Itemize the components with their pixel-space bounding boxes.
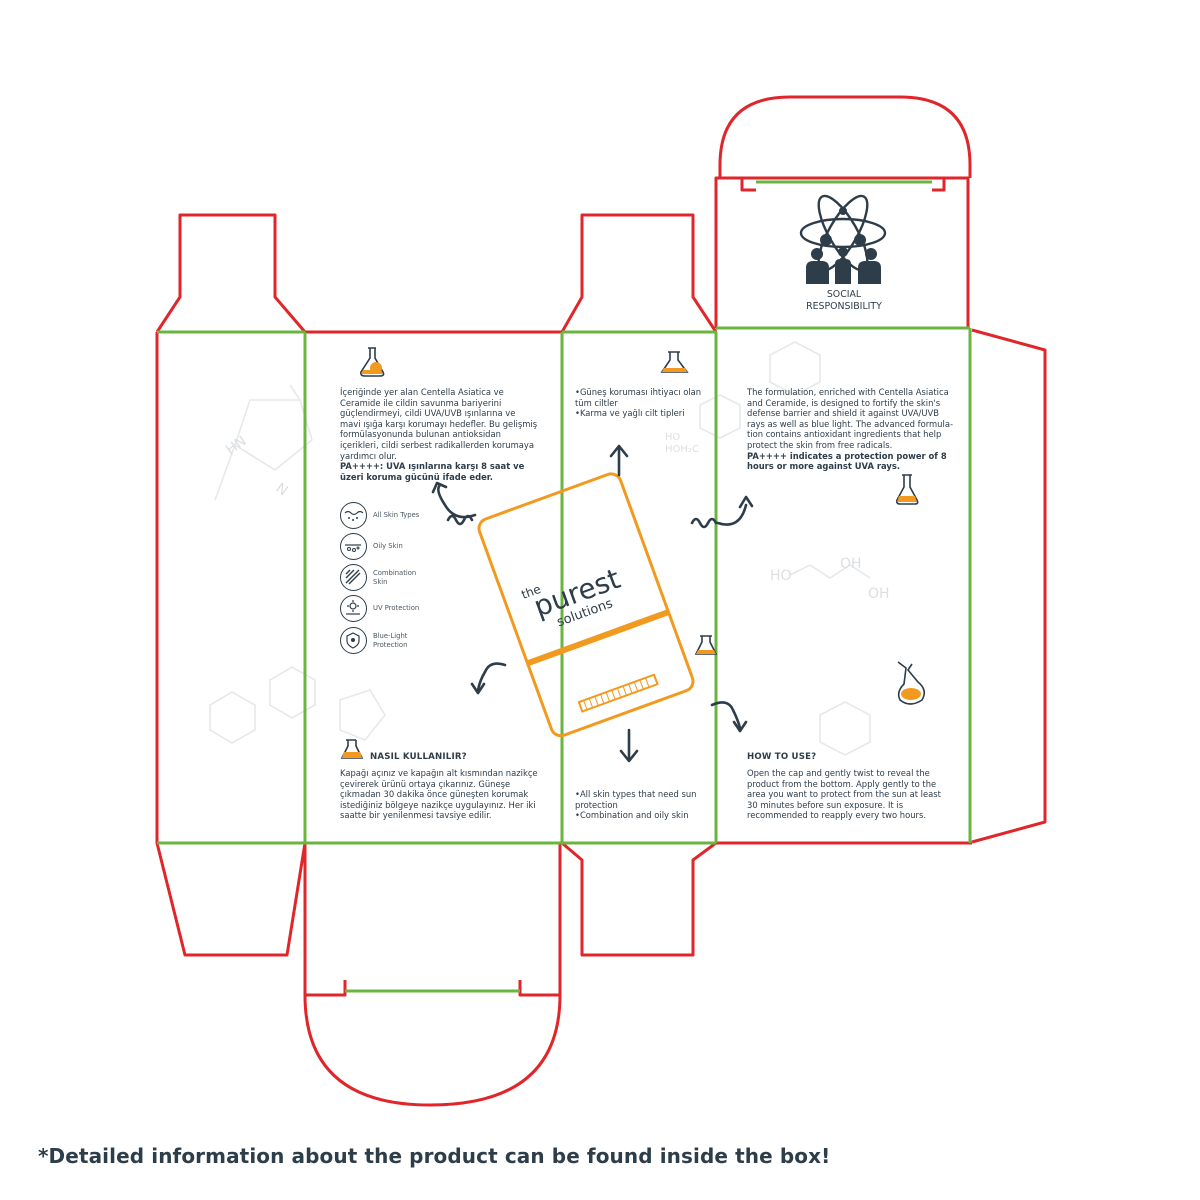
flask-icon xyxy=(897,661,926,705)
middle-bottom-flap-outline xyxy=(561,841,717,957)
left-top-tuck-outline xyxy=(155,213,307,333)
skin-type-label: Oily Skin xyxy=(373,542,403,551)
suitable-en: •All skin types that need sun protection… xyxy=(575,789,707,821)
arrow-down-icon xyxy=(619,728,639,763)
fold-lines xyxy=(157,180,972,993)
bottom-tuck-outline xyxy=(303,843,562,1107)
pa-en-text: PA++++ indicates a protection power of 8… xyxy=(747,450,947,472)
howto-en: Open the cap and gently twist to reveal … xyxy=(747,768,941,821)
description-en: The formulation, enriched with Centella … xyxy=(747,387,953,472)
svg-text:HOH₂C: HOH₂C xyxy=(665,444,699,455)
suitable-tr: •Güneş koruması ihtiyacı olan tüm ciltle… xyxy=(575,387,707,419)
suitable-en-item: •All skin types that need sun protection xyxy=(575,789,697,810)
social-responsibility-atom-people-icon xyxy=(799,194,887,284)
description-en-text: The formulation, enriched with Centella … xyxy=(747,387,953,450)
svg-text:OH: OH xyxy=(868,586,890,602)
curly-arrow-right-icon xyxy=(690,495,754,529)
svg-text:HO: HO xyxy=(770,568,792,584)
product-stick-illustration: the purest solutions xyxy=(477,472,695,738)
howto-title-tr: NASIL KULLANILIR? xyxy=(370,752,467,762)
svg-text:HN: HN xyxy=(223,433,249,458)
suitable-tr-item: •Karma ve yağlı cilt tipleri xyxy=(575,408,685,419)
description-tr-text: İçeriğinde yer alan Centella Asiatica ve… xyxy=(340,387,538,461)
bottom-tab-notch xyxy=(305,980,560,997)
pa-tr-text: PA++++: UVA ışınlarına karşı 8 saat ve ü… xyxy=(340,461,525,482)
curly-arrow-down-right-icon xyxy=(710,701,748,733)
skin-type-label: All Skin Types xyxy=(373,511,420,520)
social-label-line1: SOCIAL xyxy=(826,289,862,300)
top-lid-notch xyxy=(740,178,946,192)
social-responsibility-label: SOCIAL RESPONSIBILITY xyxy=(760,289,928,313)
brand-the: the xyxy=(519,582,542,602)
svg-text:N: N xyxy=(273,480,291,499)
skin-type-combination: Combination Skin xyxy=(340,564,423,591)
howto-tr: Kapağı açınız ve kapağın alt kısmından n… xyxy=(340,768,538,821)
flask-icon xyxy=(694,635,718,655)
direction-arrows xyxy=(431,444,754,763)
top-lid-outline xyxy=(714,176,970,328)
description-tr: İçeriğinde yer alan Centella Asiatica ve… xyxy=(340,387,538,482)
flask-icons xyxy=(340,347,926,759)
skin-type-label: Blue-Light Protection xyxy=(373,632,408,649)
skin-type-label: UV Protection xyxy=(373,604,420,613)
howto-title-en: HOW TO USE? xyxy=(747,752,817,762)
flask-icon xyxy=(360,347,385,377)
svg-text:HO: HO xyxy=(665,432,681,443)
uv-protection-icon xyxy=(340,595,367,622)
blue-light-protection-icon xyxy=(340,627,367,654)
skin-type-blue-light: Blue-Light Protection xyxy=(340,627,423,654)
top-lid-arch xyxy=(718,95,972,178)
left-side-flap-outline xyxy=(155,332,307,957)
flask-icon xyxy=(660,351,689,373)
middle-top-tuck-outline xyxy=(560,213,718,333)
molecule-watermarks xyxy=(209,341,871,756)
skin-type-all: All Skin Types xyxy=(340,502,423,529)
oily-skin-icon xyxy=(340,533,367,560)
curly-arrow-left-icon xyxy=(431,481,477,526)
skin-type-uv: UV Protection xyxy=(340,595,423,622)
suitable-tr-item: •Güneş koruması ihtiyacı olan tüm ciltle… xyxy=(575,387,702,408)
arrow-up-icon xyxy=(609,444,629,477)
curly-arrow-down-left-icon xyxy=(470,662,507,695)
skin-type-label: Combination Skin xyxy=(373,569,417,586)
all-skin-types-icon xyxy=(340,502,367,529)
footnote: *Detailed information about the product … xyxy=(38,1144,831,1168)
combination-skin-icon xyxy=(340,564,367,591)
right-glue-strip xyxy=(971,328,1047,844)
suitable-en-item: •Combination and oily skin xyxy=(575,810,689,821)
skin-type-oily: Oily Skin xyxy=(340,533,423,560)
flask-icon xyxy=(340,739,364,759)
svg-text:OH: OH xyxy=(840,556,862,572)
flask-icon xyxy=(896,474,919,505)
social-label-line2: RESPONSIBILITY xyxy=(806,301,882,312)
